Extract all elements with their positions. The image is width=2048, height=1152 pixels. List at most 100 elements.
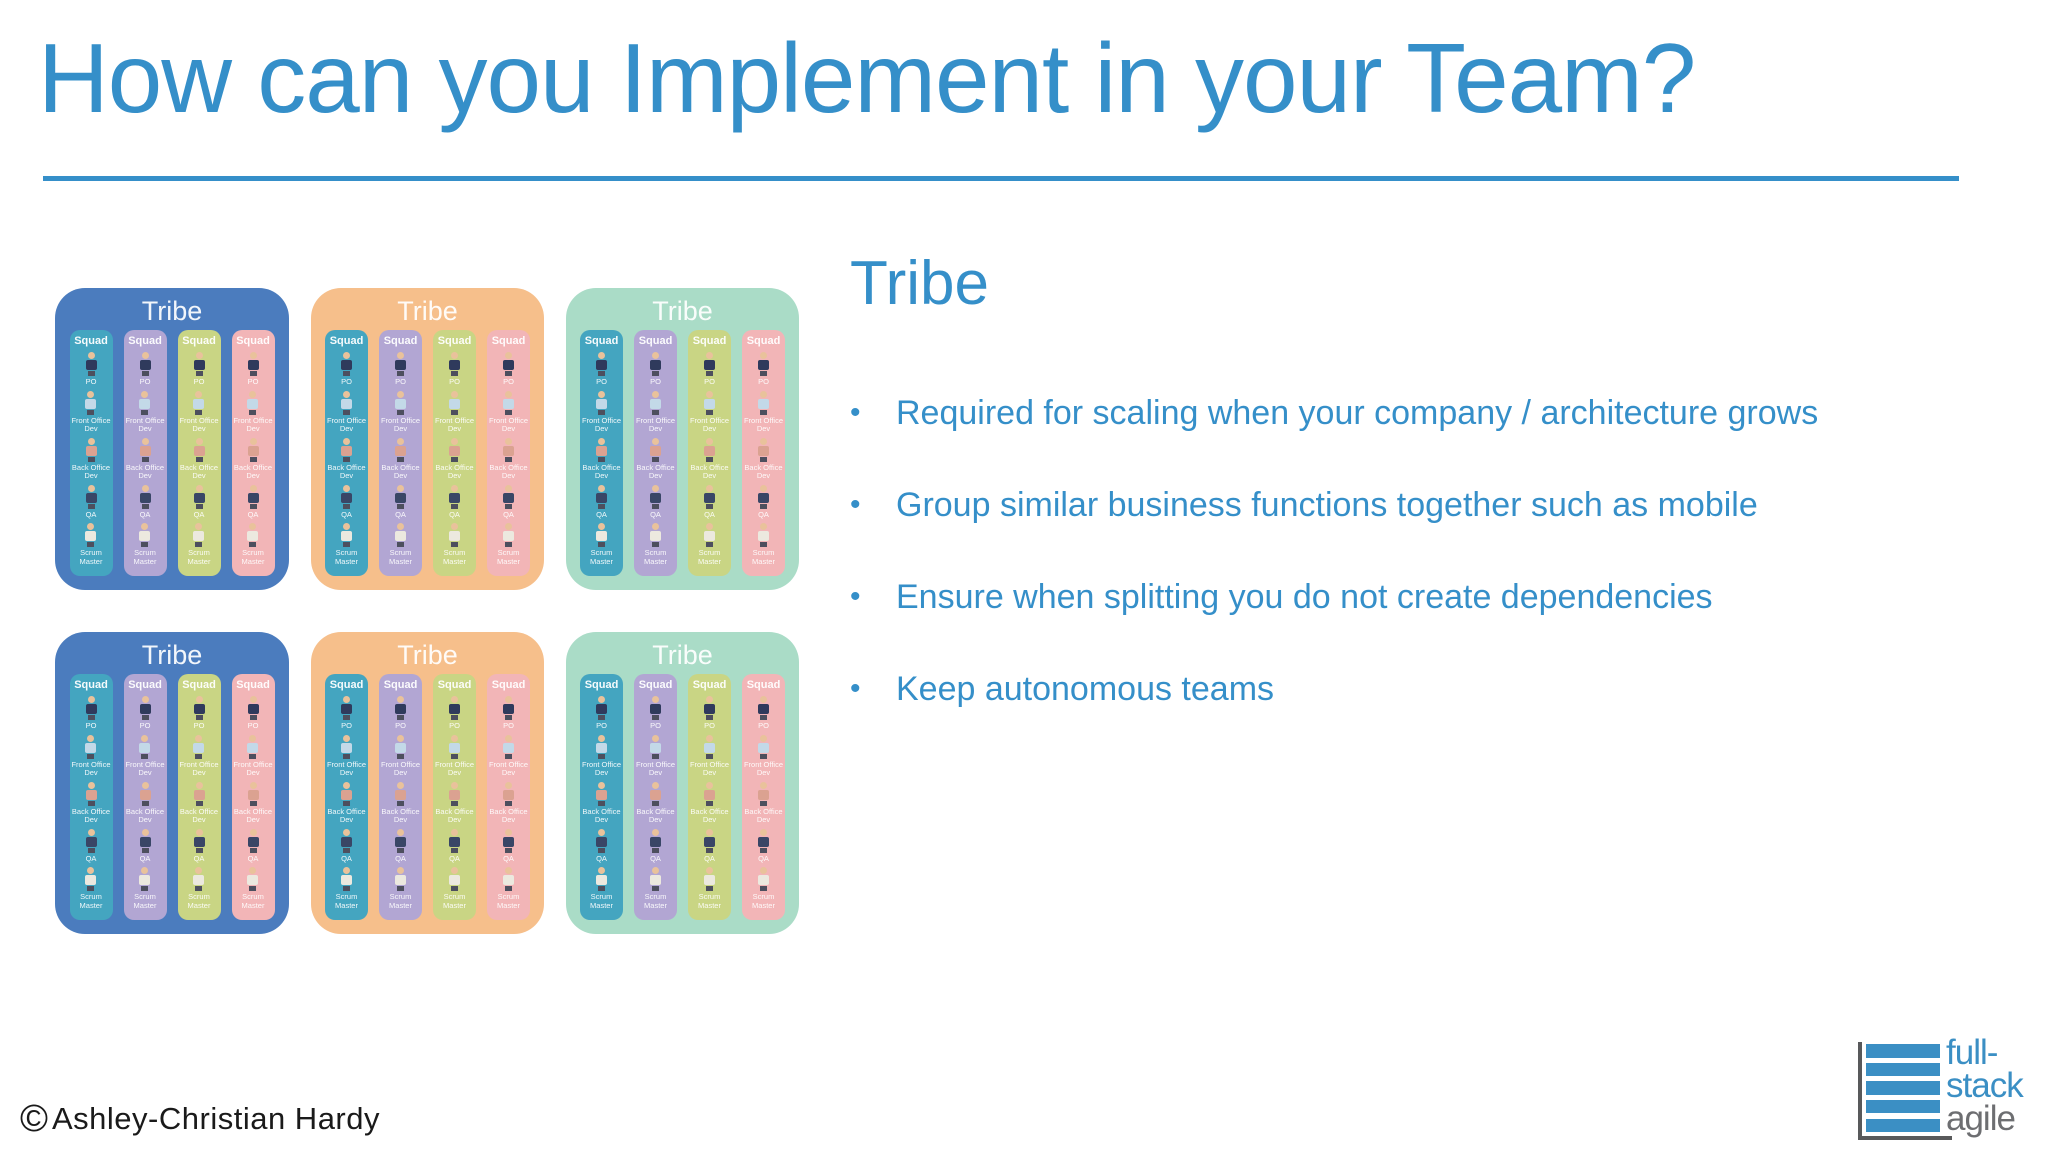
person-head-icon bbox=[652, 484, 659, 492]
person-head-icon bbox=[397, 484, 404, 492]
squad-title: Squad bbox=[437, 679, 472, 691]
bar-chart-icon bbox=[1866, 1044, 1940, 1132]
person-torso-icon bbox=[704, 704, 715, 714]
person-legs-icon bbox=[505, 503, 512, 509]
person-legs-icon bbox=[87, 800, 95, 806]
person-icon bbox=[596, 352, 607, 376]
person-torso-icon bbox=[247, 742, 259, 753]
person-icon bbox=[341, 828, 352, 853]
squad-member: Scrum Master bbox=[134, 867, 156, 910]
person-icon bbox=[341, 781, 352, 806]
role-label: QA bbox=[758, 509, 769, 519]
squad-member: QA bbox=[704, 484, 715, 520]
person-torso-icon bbox=[395, 492, 406, 503]
role-label: Scrum Master bbox=[187, 892, 211, 910]
person-head-icon bbox=[396, 734, 404, 742]
person-torso-icon bbox=[247, 704, 259, 714]
person-head-icon bbox=[652, 437, 659, 445]
person-icon bbox=[704, 437, 715, 462]
person-head-icon bbox=[759, 523, 767, 530]
bullet-dot-icon: • bbox=[850, 672, 861, 705]
squad-member: QA bbox=[503, 828, 514, 864]
squad-member: Scrum Master bbox=[335, 867, 358, 910]
squad-member: Scrum Master bbox=[698, 523, 721, 566]
person-legs-icon bbox=[397, 800, 404, 806]
person-head-icon bbox=[87, 390, 95, 398]
person-legs-icon bbox=[249, 456, 257, 462]
role-label: Scrum Master bbox=[752, 548, 775, 566]
role-label: Back Office Dev bbox=[327, 806, 366, 824]
role-label: PO bbox=[758, 377, 769, 386]
person-head-icon bbox=[249, 390, 257, 398]
squad-title: Squad bbox=[692, 335, 727, 347]
role-label: Front Office Dev bbox=[233, 415, 273, 433]
person-torso-icon bbox=[503, 836, 514, 847]
person-legs-icon bbox=[450, 409, 458, 415]
person-head-icon bbox=[705, 734, 713, 742]
role-label: Scrum Master bbox=[79, 548, 103, 566]
squad-member: PO bbox=[758, 696, 769, 731]
role-label: Back Office Dev bbox=[125, 806, 165, 824]
person-icon bbox=[448, 390, 460, 415]
person-head-icon bbox=[342, 734, 350, 742]
person-head-icon bbox=[598, 696, 605, 703]
squad-member: Front Office Dev bbox=[435, 390, 474, 434]
person-legs-icon bbox=[760, 800, 767, 806]
person-torso-icon bbox=[139, 492, 151, 503]
logo-text: full- stack agile bbox=[1946, 1035, 2024, 1136]
tribe-box-title: Tribe bbox=[652, 296, 713, 326]
squad-member: Front Office Dev bbox=[125, 734, 165, 778]
person-torso-icon bbox=[139, 531, 151, 541]
person-legs-icon bbox=[87, 371, 95, 376]
person-legs-icon bbox=[598, 371, 605, 376]
person-legs-icon bbox=[87, 503, 95, 509]
squad-title: Squad bbox=[584, 335, 619, 347]
squad-title: Squad bbox=[128, 679, 162, 691]
squad-member: Back Office Dev bbox=[489, 781, 528, 825]
squad-member: Back Office Dev bbox=[327, 437, 366, 481]
person-icon bbox=[247, 484, 259, 509]
squad-member: Front Office Dev bbox=[71, 390, 111, 434]
person-head-icon bbox=[504, 734, 512, 742]
person-head-icon bbox=[504, 867, 512, 874]
person-head-icon bbox=[249, 867, 257, 874]
person-head-icon bbox=[87, 734, 95, 742]
role-label: PO bbox=[247, 721, 259, 730]
person-torso-icon bbox=[503, 445, 514, 456]
person-icon bbox=[502, 734, 514, 759]
person-head-icon bbox=[342, 867, 350, 874]
person-icon bbox=[139, 867, 151, 891]
person-legs-icon bbox=[141, 409, 149, 415]
squad-member: Back Office Dev bbox=[180, 437, 218, 481]
person-legs-icon bbox=[87, 886, 95, 891]
squad-member: Back Office Dev bbox=[381, 437, 420, 481]
person-head-icon bbox=[249, 828, 257, 836]
squad-member: Front Office Dev bbox=[125, 390, 165, 434]
person-head-icon bbox=[706, 781, 713, 789]
person-torso-icon bbox=[340, 742, 352, 753]
person-icon bbox=[394, 523, 406, 547]
person-head-icon bbox=[451, 696, 458, 703]
person-icon bbox=[758, 696, 769, 720]
person-torso-icon bbox=[703, 398, 715, 409]
person-icon bbox=[85, 734, 97, 759]
role-label: Scrum Master bbox=[335, 892, 358, 910]
person-legs-icon bbox=[450, 542, 458, 547]
person-torso-icon bbox=[757, 398, 769, 409]
bullet-text: Required for scaling when your company /… bbox=[896, 394, 1819, 432]
person-icon bbox=[503, 352, 514, 376]
role-label: Back Office Dev bbox=[233, 806, 273, 824]
squad-member: Scrum Master bbox=[242, 867, 264, 910]
person-legs-icon bbox=[759, 542, 767, 547]
person-legs-icon bbox=[397, 715, 404, 720]
